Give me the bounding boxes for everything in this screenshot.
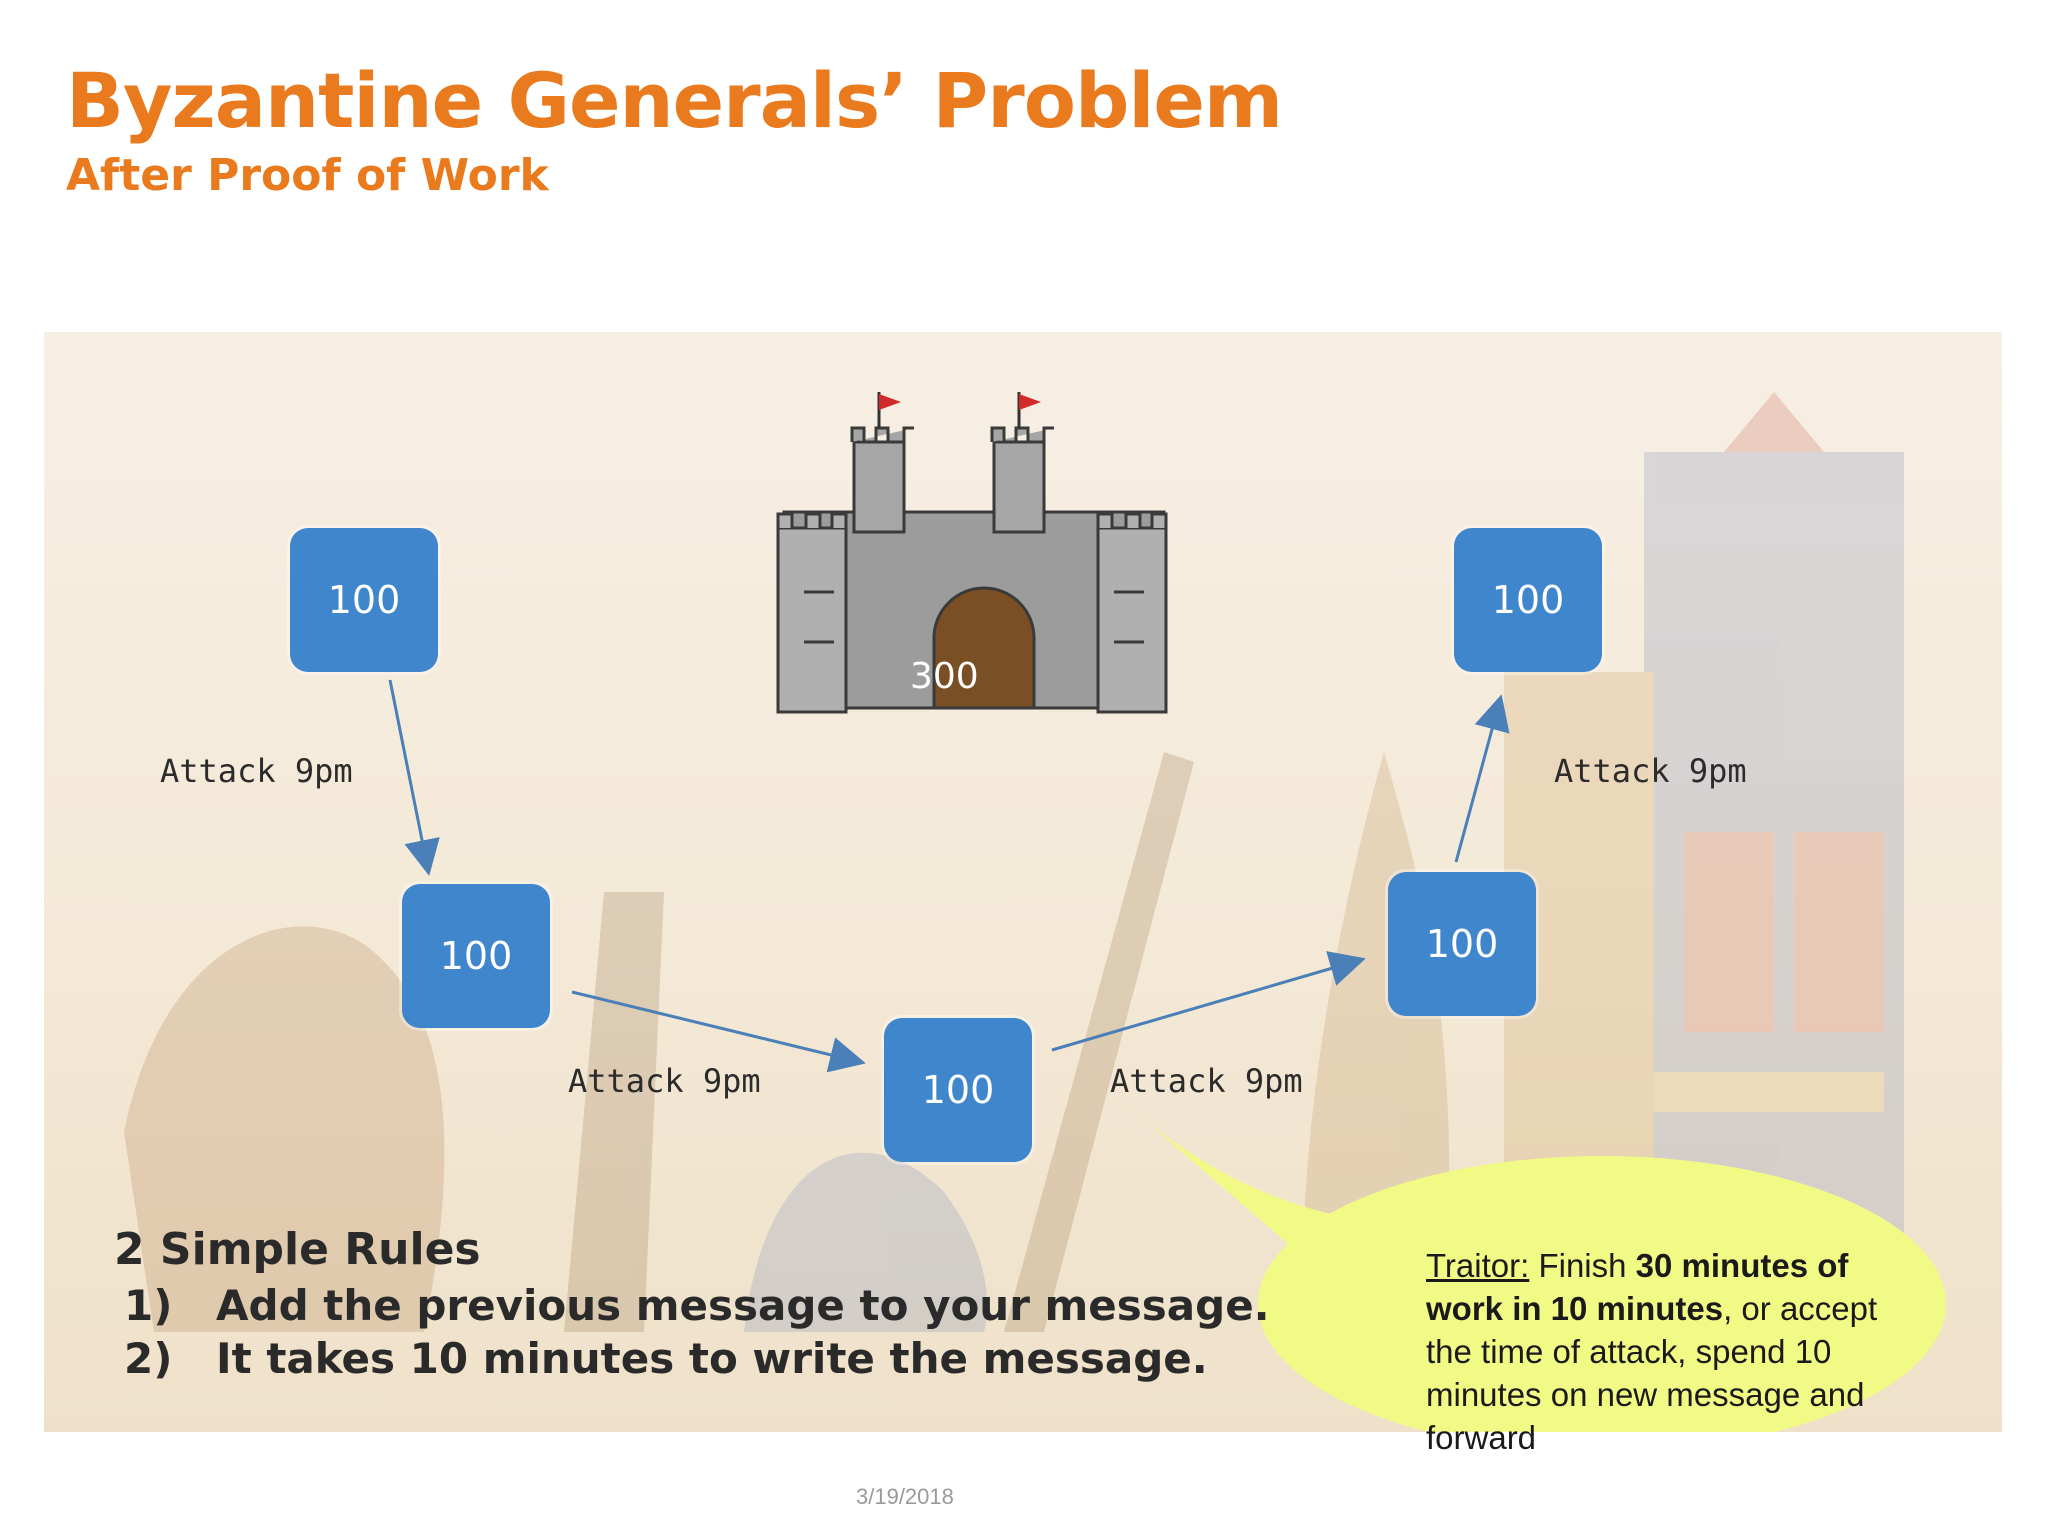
general-node-value: 100 xyxy=(1491,578,1565,622)
general-node-value: 100 xyxy=(921,1068,995,1112)
general-node-5: 100 xyxy=(1454,528,1602,672)
message-arrows xyxy=(388,679,1510,1073)
arrow-4-to-5 xyxy=(1454,694,1510,863)
rule-text: It takes 10 minutes to write the message… xyxy=(216,1334,1208,1383)
general-node-value: 100 xyxy=(327,578,401,622)
castle-troops-label: 300 xyxy=(910,656,979,697)
traitor-label: Traitor: xyxy=(1426,1247,1530,1284)
rule-item: 1) Add the previous message to your mess… xyxy=(114,1281,1270,1330)
general-node-1: 100 xyxy=(290,528,438,672)
traitor-callout-text: Traitor: Finish 30 minutes of work in 10… xyxy=(1426,1244,1886,1459)
message-label-2: Attack 9pm xyxy=(568,1062,761,1100)
slide-subtitle: After Proof of Work xyxy=(66,150,549,201)
rule-text: Add the previous message to your message… xyxy=(216,1281,1270,1330)
general-node-3: 100 xyxy=(884,1018,1032,1162)
general-node-value: 100 xyxy=(1425,922,1499,966)
callout-text-part: , or accept the time of attack, spend 10… xyxy=(1426,1290,1878,1456)
message-label-4: Attack 9pm xyxy=(1554,752,1747,790)
arrow-2-to-3 xyxy=(571,990,866,1073)
message-label-3: Attack 9pm xyxy=(1110,1062,1303,1100)
rule-item: 2) It takes 10 minutes to write the mess… xyxy=(114,1334,1270,1383)
slide-date: 3/19/2018 xyxy=(856,1484,954,1509)
callout-bold-part: 30 minutes of work in 10 minutes xyxy=(1426,1247,1849,1327)
castle-icon xyxy=(776,392,1168,714)
diagram-panel: 100 100 100 100 100 300 Attack 9pm Attac… xyxy=(44,332,2002,1432)
general-node-value: 100 xyxy=(439,934,513,978)
callout-text-part: Finish xyxy=(1529,1247,1636,1284)
slide-title: Byzantine Generals’ Problem xyxy=(66,56,1283,145)
arrow-1-to-2 xyxy=(388,679,440,876)
arrow-3-to-4 xyxy=(1051,951,1366,1052)
rule-number: 1) xyxy=(124,1281,173,1330)
traitor-callout-bubble xyxy=(1124,1102,1946,1432)
general-node-2: 100 xyxy=(402,884,550,1028)
general-node-4: 100 xyxy=(1388,872,1536,1016)
message-label-1: Attack 9pm xyxy=(160,752,353,790)
rules-list: 2 Simple Rules 1) Add the previous messa… xyxy=(114,1224,1270,1383)
rule-number: 2) xyxy=(124,1334,173,1383)
rules-heading: 2 Simple Rules xyxy=(114,1224,481,1275)
